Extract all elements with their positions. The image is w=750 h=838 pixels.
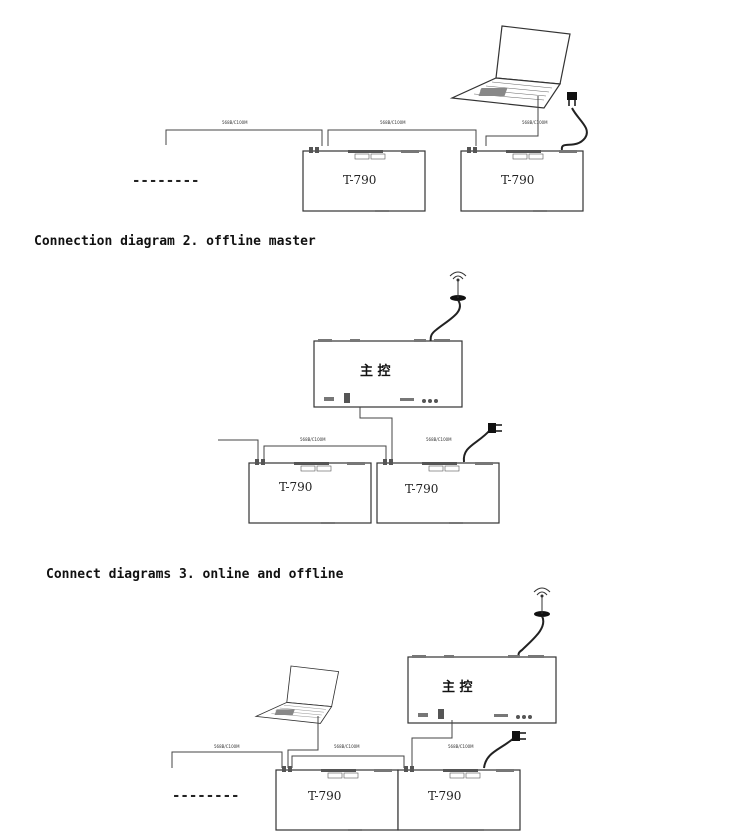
diagram-3-caption: Connect diagrams 3. online and offline [46,567,344,582]
laptop-1 [451,25,571,109]
continuation-dashes: -------- [172,788,239,804]
network-cable-1b [327,129,477,146]
device-model-label: T-790 [501,173,534,187]
device-model-label: T-790 [428,789,461,803]
network-cable-3b [291,755,405,768]
controller-2a: T-790 [248,458,372,524]
cable-label: 568B/C100M [448,744,474,749]
master-controller-3: 主 控 [407,654,557,724]
diagram-1: 568B/C100M 568B/C100M 568B/C100M T-790 T… [132,25,588,212]
power-cable-3 [483,737,515,769]
master-label: 主 控 [442,679,473,695]
network-cable-1a [165,129,323,146]
cable-label: 568B/C100M [426,437,452,442]
power-plug-3 [511,730,527,742]
power-plug-1 [566,91,578,107]
device-model-label: T-790 [279,480,312,494]
cable-label: 568B/C100M [380,120,406,125]
antenna-3 [533,587,551,618]
master-controller-2: 主 控 [313,338,463,408]
power-plug-2 [487,422,503,434]
power-cable-1 [560,107,588,151]
network-cable-2b [263,445,387,462]
diagram-2: 主 控 568B/C100M 568B/C100M T-790 T-790 [218,271,503,524]
cable-label: 568B/C100M [214,744,240,749]
cable-label: 568B/C100M [300,437,326,442]
diagram-3: 主 控 568B/C100M 568B/C100M 568B/C100M T-7… [171,587,557,831]
cable-label: 568B/C100M [522,120,548,125]
laptop-cable-1 [485,96,539,146]
cable-label: 568B/C100M [334,744,360,749]
controller-1a: T-790 [302,146,426,212]
power-cable-2 [462,429,491,463]
laptop-3 [255,665,340,724]
master-label: 主 控 [360,363,391,379]
laptop-cable-3 [287,716,319,768]
network-cable-2a [218,439,259,462]
controller-3a: T-790 [275,765,399,831]
continuation-dashes: -------- [132,173,199,189]
antenna-cable-3 [517,615,545,659]
cable-label: 568B/C100M [222,120,248,125]
controller-2b: T-790 [376,458,500,524]
device-model-label: T-790 [343,173,376,187]
controller-3b: T-790 [397,765,521,831]
antenna-2 [449,271,467,302]
master-link-2 [359,407,393,462]
controller-1b: T-790 [460,146,584,212]
network-cable-3a [171,751,283,768]
diagram-2-caption: Connection diagram 2. offline master [34,234,316,249]
device-model-label: T-790 [308,789,341,803]
device-model-label: T-790 [405,482,438,496]
antenna-cable-2 [429,299,461,343]
master-link-3 [411,720,453,768]
